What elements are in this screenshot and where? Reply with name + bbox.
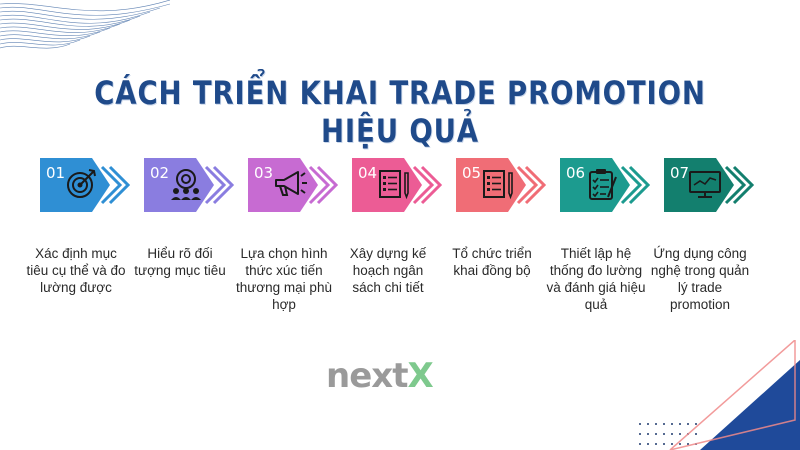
step-description: Tổ chức triển khai đồng bộ bbox=[452, 246, 532, 278]
step-number: 05 bbox=[462, 164, 482, 182]
corner-triangle-decoration bbox=[669, 340, 800, 450]
chevron-right-icon bbox=[100, 165, 130, 205]
step-description: Thiết lập hệ thống đo lường và đánh giá … bbox=[546, 246, 646, 312]
target-icon bbox=[67, 169, 96, 198]
chevron-right-icon bbox=[620, 165, 650, 205]
clipboard-icon bbox=[589, 169, 617, 200]
step-description: Hiểu rõ đối tượng mục tiêu bbox=[134, 246, 226, 278]
logo-text-x: X bbox=[407, 356, 433, 396]
monitor-chart-icon bbox=[689, 171, 721, 198]
step-card bbox=[352, 158, 422, 212]
step-number: 07 bbox=[670, 164, 690, 182]
logo-text-next: next bbox=[326, 356, 408, 396]
step-card bbox=[456, 158, 526, 212]
chevron-right-icon bbox=[724, 165, 754, 205]
chevron-right-icon bbox=[204, 165, 234, 205]
page-title: CÁCH TRIỂN KHAI TRADE PROMOTION HIỆU QUẢ bbox=[94, 74, 706, 150]
step-number: 02 bbox=[150, 164, 170, 182]
step-description: Xây dựng kế hoạch ngân sách chi tiết bbox=[349, 246, 427, 295]
checklist-icon bbox=[483, 170, 513, 200]
step-number: 03 bbox=[254, 164, 274, 182]
step-number: 01 bbox=[46, 164, 66, 182]
audience-target-icon bbox=[171, 169, 201, 200]
step-description: Xác định mục tiêu cụ thể và đo lường đượ… bbox=[26, 246, 126, 295]
steps-row: 01 Xác định mục tiêu cụ thể và đo lường … bbox=[0, 155, 800, 335]
megaphone-icon bbox=[275, 171, 307, 196]
step-description: Ứng dụng công nghệ trong quản lý trade p… bbox=[650, 246, 750, 312]
chevron-right-icon bbox=[308, 165, 338, 205]
step-description: Lựa chọn hình thức xúc tiến thương mại p… bbox=[236, 246, 332, 312]
step-number: 06 bbox=[566, 164, 586, 182]
step-number: 04 bbox=[358, 164, 378, 182]
decorative-wave-lines bbox=[0, 0, 170, 49]
decorative-dots bbox=[639, 423, 697, 445]
chevron-right-icon bbox=[412, 165, 442, 205]
checklist-icon bbox=[379, 170, 409, 200]
brand-logo: nextX bbox=[326, 356, 434, 396]
chevron-right-icon bbox=[516, 165, 546, 205]
